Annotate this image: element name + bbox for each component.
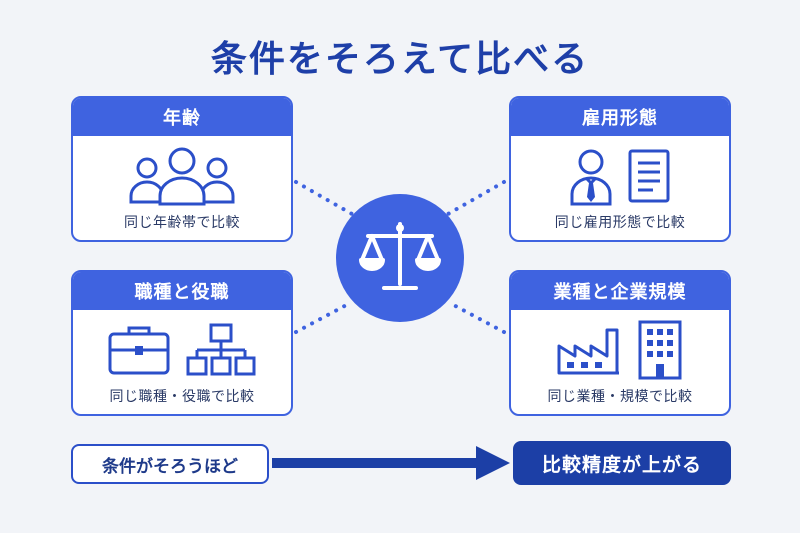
- people-group-icon: [129, 147, 235, 206]
- card-job-caption: 同じ職種・役職で比較: [109, 389, 255, 405]
- card-business-caption: 同じ業種・規模で比較: [547, 389, 693, 405]
- card-age-header: 年齢: [73, 98, 291, 136]
- card-job: 職種と役職 同じ職種・役職で比較: [71, 270, 293, 416]
- arrow-right-icon: [272, 446, 510, 480]
- card-employment-header: 雇用形態: [511, 98, 729, 136]
- office-building-icon: [638, 320, 682, 380]
- connector-age: [294, 180, 354, 216]
- card-job-header: 職種と役職: [73, 272, 291, 310]
- balance-scale-icon: [359, 222, 441, 290]
- card-age: 年齢 同じ年齢帯で比較: [71, 96, 293, 242]
- connector-employment: [446, 180, 506, 216]
- document-icon: [628, 149, 670, 203]
- balance-scale-circle: [336, 194, 464, 322]
- card-employment: 雇用形態 同じ雇用形態で比較: [509, 96, 731, 242]
- factory-icon: [557, 328, 619, 375]
- condition-label-box: 条件がそろうほど: [71, 444, 269, 484]
- page-title: 条件をそろえて比べる: [210, 39, 590, 80]
- card-business-header: 業種と企業規模: [511, 272, 729, 310]
- card-business: 業種と企業規模 同じ業種・規模で比較: [509, 270, 731, 416]
- card-employment-caption: 同じ雇用形態で比較: [554, 215, 686, 231]
- connector-job: [294, 300, 354, 334]
- org-chart-icon: [186, 323, 256, 376]
- connector-business: [446, 300, 506, 334]
- employee-icon: [570, 149, 612, 206]
- briefcase-icon: [108, 326, 170, 375]
- card-age-caption: 同じ年齢帯で比較: [124, 215, 240, 231]
- result-label-box: 比較精度が上がる: [513, 441, 731, 485]
